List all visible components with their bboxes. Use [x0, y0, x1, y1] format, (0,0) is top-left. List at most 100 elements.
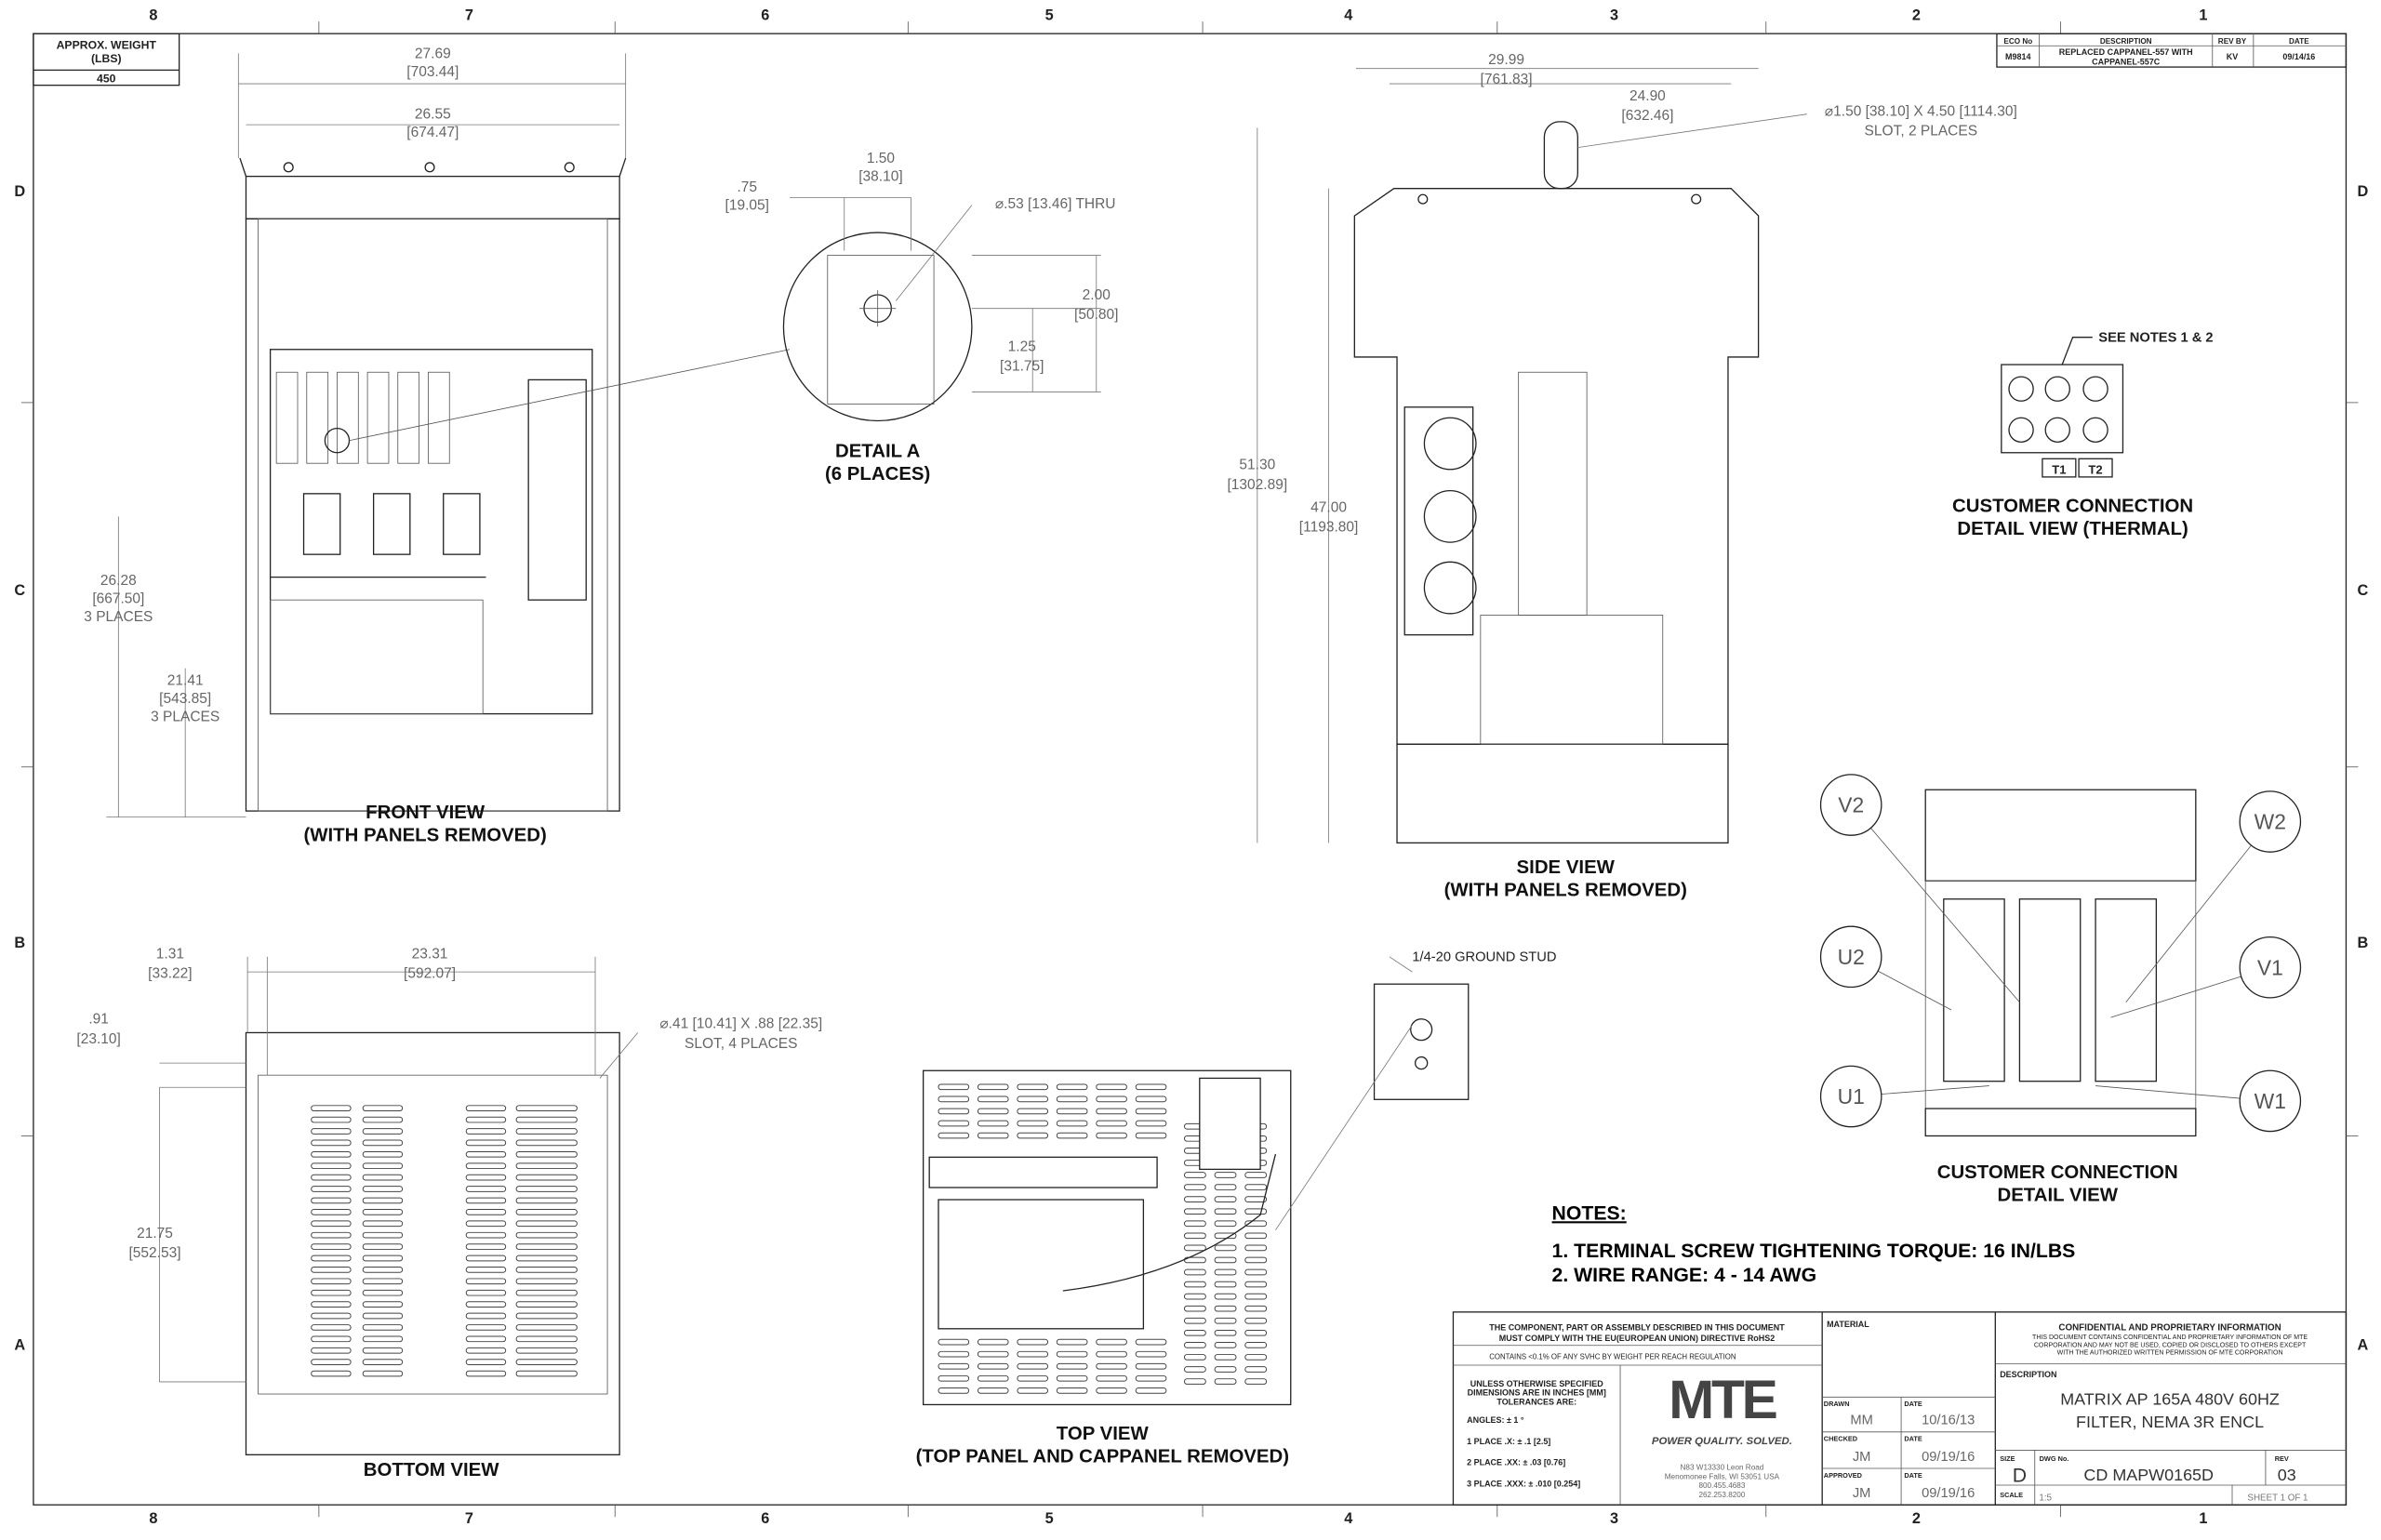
phone-1: 800.455.4683 [1698, 1481, 1745, 1490]
front-view: 27.69 [703.44] 26.55 [674.47] 26.28 [667… [84, 46, 791, 846]
terminal-marker [2239, 790, 2302, 853]
mte-logo: MTE [1669, 1370, 1776, 1430]
tolerance-line-1: UNLESS OTHERWISE SPECIFIED [1470, 1379, 1603, 1388]
detail-dim-125-mm: [31.75] [1000, 359, 1044, 375]
rev-eco: M9814 [2005, 52, 2030, 61]
detail-a-title: DETAIL A [835, 442, 921, 462]
zone-number-top: 6 [761, 7, 769, 23]
weight-value: 450 [97, 72, 116, 85]
connection-title: CUSTOMER CONNECTION [1937, 1162, 2178, 1183]
bottom-slot-note: SLOT, 4 PLACES [685, 1036, 797, 1052]
terminal-marker [2239, 936, 2302, 999]
phone-2: 262.253.8200 [1698, 1491, 1745, 1499]
zone-number-top: 7 [465, 7, 473, 23]
rev-value: 03 [2278, 1466, 2296, 1484]
rev-header-eco: ECO No [2003, 37, 2032, 46]
side-dim-inner-mm: [632.46] [1621, 108, 1673, 124]
zone-letter-right: B [2358, 935, 2369, 951]
terminal-marker [1819, 774, 1882, 836]
zone-letter-right: D [2358, 183, 2369, 200]
rev-header-by: REV BY [2218, 37, 2247, 46]
drawn-by: MM [1850, 1414, 1872, 1428]
rev-date: 09/14/16 [2282, 52, 2315, 61]
thermal-note: SEE NOTES 1 & 2 [2098, 331, 2213, 346]
zone-number-bottom: 7 [465, 1510, 473, 1527]
front-dim-h1-note: 3 PLACES [84, 609, 153, 625]
detail-dim-125: 1.25 [1008, 339, 1036, 354]
checked-date: 09/19/16 [1922, 1450, 1975, 1465]
zone-number-bottom: 5 [1045, 1510, 1054, 1527]
rev-header-date: DATE [2289, 37, 2309, 46]
tolerance-line-3: TOLERANCES ARE: [1496, 1397, 1576, 1406]
detail-a: .75 [19.05] 1.50 [38.10] ⌀.53 [13.46] TH… [725, 151, 1119, 485]
address-2: Menomonee Falls, WI 53051 USA [1665, 1472, 1780, 1480]
bottom-dim-131: 1.31 [156, 946, 184, 962]
tolerance-line-2: DIMENSIONS ARE IN INCHES [MM] [1468, 1388, 1606, 1398]
zone-number-top: 4 [1344, 7, 1352, 23]
zone-number-top: 3 [1610, 7, 1618, 23]
zone-letter-right: C [2358, 582, 2369, 599]
zone-number-bottom: 6 [761, 1510, 769, 1527]
detail-a-subtitle: (6 PLACES) [825, 464, 930, 485]
thermal-title: CUSTOMER CONNECTION [1952, 496, 2193, 516]
detail-dim-075: .75 [737, 179, 757, 195]
approved-by: JM [1853, 1486, 1871, 1501]
rev-header-desc: DESCRIPTION [2100, 37, 2152, 46]
scale-label: SCALE [2000, 1491, 2023, 1499]
description-line-1: MATRIX AP 165A 480V 60HZ [2060, 1389, 2280, 1408]
notes: NOTES: 1. TERMINAL SCREW TIGHTENING TORQ… [1552, 1202, 2076, 1286]
zone-number-top: 8 [149, 7, 157, 23]
dwg-no-label: DWG No. [2040, 1454, 2069, 1463]
zone-number-top: 1 [2199, 7, 2207, 23]
confidential-title: CONFIDENTIAL AND PROPRIETARY INFORMATION [2058, 1322, 2281, 1333]
approved-date: 09/19/16 [1922, 1486, 1975, 1501]
terminal-label: W2 [2255, 810, 2286, 834]
side-slot-note: SLOT, 2 PLACES [1865, 124, 1977, 139]
terminal-marker [1819, 1065, 1882, 1128]
zone-letter-left: A [14, 1337, 25, 1354]
bottom-dim-2331-mm: [592.07] [404, 966, 456, 982]
checked-label: CHECKED [1824, 1435, 1857, 1443]
bottom-dim-2175-mm: [552.53] [129, 1245, 181, 1261]
zone-number-bottom: 1 [2199, 1510, 2207, 1527]
reach-statement: CONTAINS <0.1% OF ANY SVHC BY WEIGHT PER… [1489, 1352, 1736, 1361]
material-label: MATERIAL [1827, 1320, 1869, 1329]
scale-value: 1:5 [2039, 1493, 2052, 1503]
tolerance-2-place: 2 PLACE .XX: ± .03 [0.76] [1467, 1458, 1565, 1467]
weight-label: APPROX. WEIGHT [57, 38, 157, 51]
zone-number-top: 5 [1045, 7, 1054, 23]
bottom-view: 1.31 [33.22] 23.31 [592.07] .91 [23.10] … [76, 946, 822, 1480]
connection-subtitle: DETAIL VIEW [1997, 1186, 2118, 1206]
weight-box: APPROX. WEIGHT (LBS) 450 [33, 33, 180, 86]
terminal-marker [2239, 1069, 2302, 1133]
size-value: D [2013, 1466, 2027, 1487]
side-dim-height-mm: [1302.89] [1228, 477, 1288, 493]
approved-label: APPROVED [1824, 1471, 1862, 1480]
detail-dim-200: 2.00 [1083, 287, 1111, 303]
side-view: 29.99 [761.83] 24.90 [632.46] ⌀1.50 [38.… [1228, 52, 2017, 901]
front-dim-width-mm: [703.44] [406, 64, 459, 80]
address-1: N83 W13330 Leon Road [1681, 1464, 1764, 1472]
side-dim-height: 51.30 [1239, 458, 1275, 473]
bottom-slot-callout: ⌀.41 [10.41] X .88 [22.35] [659, 1016, 822, 1032]
drawn-date: 10/16/13 [1922, 1414, 1975, 1428]
zone-number-bottom: 4 [1344, 1510, 1352, 1527]
terminal-marker [1819, 925, 1882, 989]
front-dim-width: 27.69 [415, 46, 451, 61]
rohs-line-1: THE COMPONENT, PART OR ASSEMBLY DESCRIBE… [1489, 1322, 1785, 1332]
zone-number-bottom: 2 [1912, 1510, 1921, 1527]
zone-letter-left: D [14, 183, 25, 200]
rev-desc-2: CAPPANEL-557C [2092, 58, 2161, 67]
rev-label: REV [2275, 1454, 2289, 1463]
drawn-date-label: DATE [1904, 1400, 1922, 1408]
bottom-dim-2331: 23.31 [412, 946, 448, 962]
front-dim-h2-note: 3 PLACES [151, 710, 219, 725]
side-dim-width: 29.99 [1488, 52, 1524, 68]
thermal-t2: T2 [2088, 463, 2102, 477]
front-view-subtitle: (WITH PANELS REMOVED) [303, 826, 546, 846]
confidential-line-3: WITH THE AUTHORIZED WRITTEN PERMISSION O… [2057, 1350, 2283, 1357]
note-2: 2. WIRE RANGE: 4 - 14 AWG [1552, 1265, 1817, 1286]
side-dim-body: 47.00 [1310, 499, 1347, 515]
side-dim-width-mm: [761.83] [1481, 72, 1533, 87]
